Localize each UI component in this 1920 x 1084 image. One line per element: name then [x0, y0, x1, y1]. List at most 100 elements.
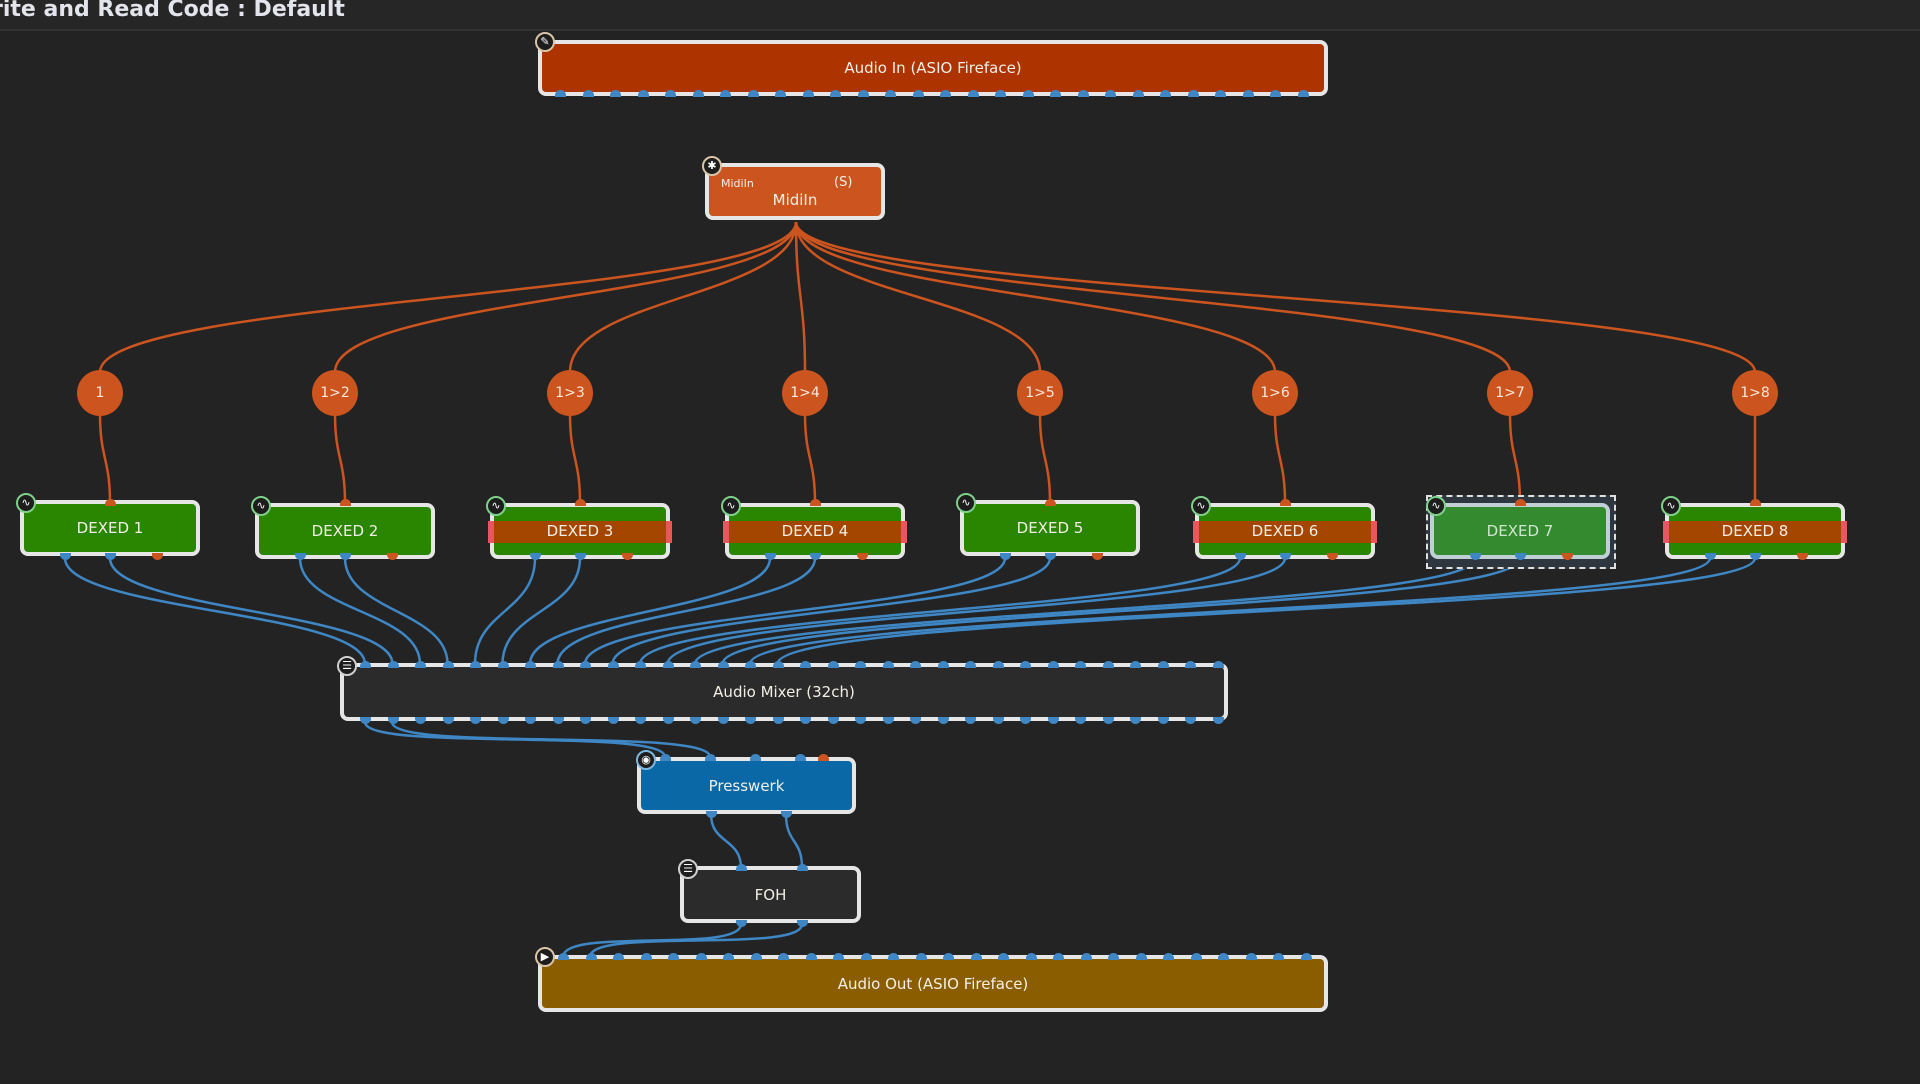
midi-pin[interactable] — [152, 553, 163, 560]
audio-pin[interactable] — [552, 717, 564, 724]
dexed-node[interactable]: DEXED 1 — [20, 500, 200, 556]
midi-filter-node[interactable]: 1>2 — [312, 370, 358, 416]
midi-wire[interactable] — [794, 221, 807, 373]
audio-pin[interactable] — [888, 953, 899, 960]
midi-pin[interactable] — [857, 553, 868, 560]
audio-pin[interactable] — [745, 661, 756, 668]
audio-pin[interactable] — [1515, 553, 1526, 560]
audio-pin[interactable] — [635, 717, 646, 724]
audio-pin[interactable] — [470, 661, 481, 668]
audio-pin[interactable] — [640, 953, 652, 960]
audio-pin[interactable] — [965, 717, 976, 724]
audio-pin[interactable] — [1050, 90, 1061, 97]
audio-pin[interactable] — [575, 553, 586, 560]
audio-pin[interactable] — [910, 717, 921, 724]
midi-pin[interactable] — [1280, 499, 1291, 506]
audio-pin[interactable] — [610, 90, 621, 97]
audio-wire[interactable] — [390, 721, 712, 758]
audio-pin[interactable] — [775, 90, 786, 97]
audio-pin[interactable] — [1105, 90, 1116, 97]
midi-pin[interactable] — [810, 499, 821, 506]
audio-pin[interactable] — [937, 717, 949, 724]
audio-pin[interactable] — [800, 717, 811, 724]
midi-filter-node[interactable]: 1>7 — [1487, 370, 1533, 416]
audio-pin[interactable] — [995, 90, 1006, 97]
audio-pin[interactable] — [692, 90, 704, 97]
audio-pin[interactable] — [525, 717, 536, 724]
audio-pin[interactable] — [860, 953, 872, 960]
audio-pin[interactable] — [967, 90, 979, 97]
audio-pin[interactable] — [912, 90, 924, 97]
audio-pin[interactable] — [937, 661, 949, 668]
audio-pin[interactable] — [1235, 553, 1246, 560]
audio-pin[interactable] — [613, 953, 624, 960]
audio-pin[interactable] — [585, 953, 597, 960]
midi-pin[interactable] — [105, 499, 116, 506]
audio-pin[interactable] — [1075, 717, 1086, 724]
midi-pin[interactable] — [622, 553, 633, 560]
audio-pin[interactable] — [387, 717, 399, 724]
audio-pin[interactable] — [1212, 717, 1224, 724]
audio-pin[interactable] — [1022, 90, 1034, 97]
audio-pin[interactable] — [797, 920, 808, 927]
audio-pin[interactable] — [833, 953, 844, 960]
audio-wire[interactable] — [561, 923, 743, 958]
audio-pin[interactable] — [943, 953, 954, 960]
dexed-node[interactable]: DEXED 6 — [1193, 503, 1377, 559]
audio-pin[interactable] — [607, 717, 619, 724]
audio-wire[interactable] — [108, 557, 394, 665]
audio-pin[interactable] — [580, 717, 591, 724]
audio-wire[interactable] — [501, 557, 582, 665]
audio-pin[interactable] — [105, 553, 116, 560]
midi-pin[interactable] — [1092, 553, 1103, 560]
midi-wire[interactable] — [794, 221, 1757, 373]
midi-wire[interactable] — [1038, 413, 1052, 504]
audio-pin[interactable] — [882, 717, 894, 724]
audio-pin[interactable] — [802, 90, 814, 97]
audio-pin[interactable] — [1080, 953, 1092, 960]
midi-filter-node[interactable]: 1>5 — [1017, 370, 1063, 416]
audio-pin[interactable] — [552, 661, 564, 668]
audio-wire[interactable] — [638, 557, 1242, 665]
audio-pin[interactable] — [1132, 90, 1144, 97]
audio-pin[interactable] — [1047, 717, 1059, 724]
audio-pin[interactable] — [992, 717, 1004, 724]
audio-pin[interactable] — [772, 717, 784, 724]
audio-pin[interactable] — [580, 661, 591, 668]
audio-pin[interactable] — [1053, 953, 1064, 960]
audio-pin[interactable] — [1047, 661, 1059, 668]
audio-pin[interactable] — [1300, 953, 1312, 960]
midi-filter-node[interactable]: 1>8 — [1732, 370, 1778, 416]
audio-wire[interactable] — [693, 557, 1477, 665]
midi-wire[interactable] — [333, 221, 798, 373]
audio-out-node[interactable]: Audio Out (ASIO Fireface) — [538, 955, 1328, 1012]
audio-pin[interactable] — [1020, 717, 1031, 724]
audio-pin[interactable] — [720, 90, 731, 97]
midi-pin[interactable] — [1750, 499, 1761, 506]
audio-pin[interactable] — [665, 90, 676, 97]
audio-pin[interactable] — [695, 953, 707, 960]
midi-pin[interactable] — [1562, 553, 1573, 560]
audio-wire[interactable] — [556, 557, 817, 665]
midi-pin[interactable] — [1045, 499, 1056, 506]
audio-pin[interactable] — [662, 717, 674, 724]
audio-pin[interactable] — [1077, 90, 1089, 97]
audio-pin[interactable] — [1045, 553, 1056, 560]
audio-pin[interactable] — [747, 90, 759, 97]
audio-pin[interactable] — [1157, 717, 1169, 724]
audio-pin[interactable] — [717, 717, 729, 724]
audio-pin[interactable] — [442, 717, 454, 724]
midi-wire[interactable] — [1273, 413, 1287, 504]
audio-pin[interactable] — [1025, 953, 1037, 960]
audio-pin[interactable] — [690, 661, 701, 668]
audio-pin[interactable] — [915, 953, 927, 960]
audio-pin[interactable] — [855, 717, 866, 724]
audio-pin[interactable] — [442, 661, 454, 668]
audio-pin[interactable] — [885, 90, 896, 97]
audio-pin[interactable] — [857, 90, 869, 97]
midi-wire[interactable] — [1508, 413, 1522, 504]
audio-wire[interactable] — [588, 923, 804, 958]
audio-pin[interactable] — [765, 553, 776, 560]
audio-wire[interactable] — [298, 557, 422, 665]
audio-pin[interactable] — [497, 661, 509, 668]
